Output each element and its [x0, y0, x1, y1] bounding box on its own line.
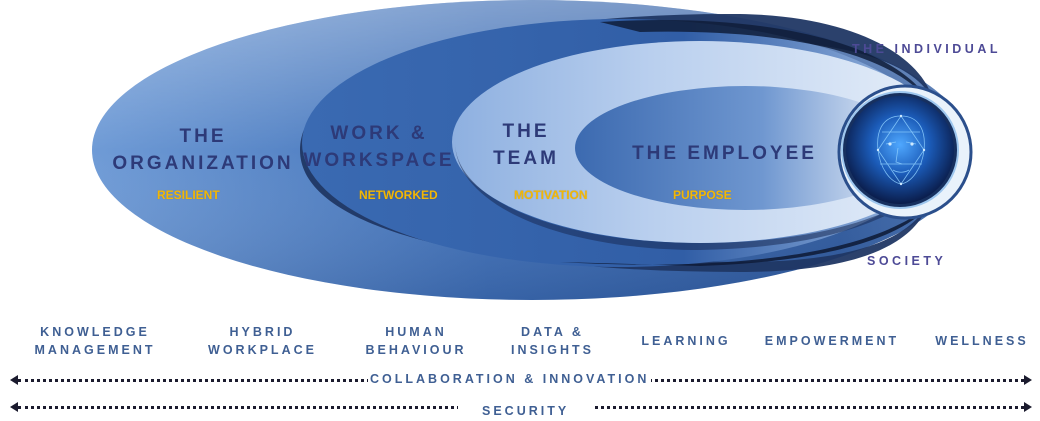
individual-label: THE INDIVIDUAL [852, 42, 1001, 56]
arrow-right-icon [1024, 375, 1032, 385]
employee-title: THE EMPLOYEE [632, 143, 817, 164]
workspace-title: WORK & WORKSPACE [303, 123, 455, 171]
arrow-right-icon [1024, 402, 1032, 412]
team-subtitle: MOTIVATION [514, 188, 588, 202]
organization-subtitle: RESILIENT [157, 188, 220, 202]
pillar-learning: LEARNING [641, 334, 731, 348]
pillar-empowerment: EMPOWERMENT [764, 334, 900, 348]
employee-subtitle: PURPOSE [673, 188, 732, 202]
team-title: THE TEAM [493, 121, 559, 169]
pillar-hybrid-workplace: HYBRID WORKPLACE [208, 325, 317, 357]
arrow-left-icon [10, 402, 18, 412]
pillar-knowledge-management: KNOWLEDGE MANAGEMENT [34, 325, 156, 357]
pillar-wellness: WELLNESS [935, 334, 1029, 348]
workspace-subtitle: NETWORKED [359, 188, 438, 202]
arrow-left-icon [10, 375, 18, 385]
society-label: SOCIETY [867, 254, 947, 268]
security-label: SECURITY [458, 404, 594, 418]
organization-title: THE ORGANIZATION [112, 126, 294, 174]
digital-face-icon [876, 114, 926, 186]
pillar-data-insights: DATA & INSIGHTS [510, 325, 595, 357]
collaboration-label: COLLABORATION & INNOVATION [368, 372, 652, 386]
nested-ellipse-diagram [92, 0, 973, 300]
pillar-human-behaviour: HUMAN BEHAVIOUR [365, 325, 467, 357]
ellipse-graphic [92, 0, 973, 300]
